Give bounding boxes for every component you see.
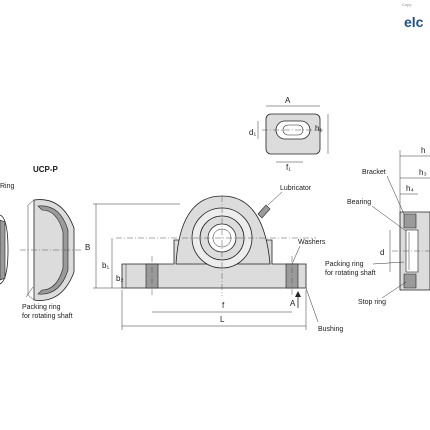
- dim-L: L: [220, 315, 225, 324]
- right-bracket-bottom: [403, 273, 417, 289]
- variant-title: UCP-P: [33, 165, 59, 174]
- packing-ring-leader-right: [372, 261, 405, 265]
- dim-h3: h₃: [419, 168, 427, 177]
- dim-A-top: A: [285, 96, 291, 105]
- main-front-view: Lubricator Washers Bushing B b₁ b₂ f L: [85, 185, 343, 333]
- dim-d: d: [380, 248, 384, 257]
- washers-leader: [291, 245, 301, 265]
- stop-ring-leader: [381, 281, 407, 299]
- bushing-label: Bushing: [318, 326, 343, 333]
- bracket-label: Bracket: [362, 169, 386, 176]
- packing-ring-label-right-1: Packing ring: [325, 261, 364, 268]
- copyright-text: Copy: [402, 2, 411, 7]
- lubricator-label: Lubricator: [280, 185, 312, 192]
- left-ring-section: [0, 219, 6, 281]
- right-bracket-top: [403, 213, 417, 229]
- logo-text: elc: [404, 14, 424, 30]
- dim-d1: d₁: [249, 128, 256, 137]
- left-partial-view: Ring UCP-P Packing ring for rotating sha…: [0, 165, 82, 320]
- ring-label-left: Ring: [0, 183, 15, 190]
- packing-ring-leader-left: [25, 286, 34, 298]
- packing-ring-label-left-2: for rotating shaft: [22, 313, 73, 320]
- stop-ring-label: Stop ring: [358, 299, 386, 306]
- view-A-arrowhead: [295, 291, 301, 297]
- dim-h4: h₄: [406, 184, 414, 193]
- cap-inner-ring: [37, 205, 69, 295]
- bearing-label: Bearing: [347, 199, 371, 206]
- lubricator-leader: [267, 191, 283, 206]
- packing-ring-label-left-1: Packing ring: [22, 304, 61, 311]
- washers-label: Washers: [298, 239, 326, 246]
- left-cut-edge: [0, 214, 9, 285]
- packing-ring-label-right-2: for rotating shaft: [325, 270, 376, 277]
- dim-f: f: [222, 301, 225, 310]
- dim-b2: b₂: [116, 274, 124, 283]
- bearing-leader: [371, 205, 407, 232]
- brand-logo: Copy elc: [402, 2, 424, 30]
- bracket-leader: [386, 175, 405, 215]
- bushing-leader: [305, 287, 319, 323]
- right-section-view: Bracket Bearing Packing ring for rotatin…: [325, 146, 430, 306]
- dim-b1: b₁: [102, 261, 109, 270]
- dim-A-front: A: [290, 299, 296, 308]
- dim-B: B: [85, 243, 90, 252]
- top-detail-view: A d₁ h₁ f₁: [249, 96, 329, 172]
- dim-f1: f₁: [286, 163, 291, 172]
- dim-h1: h₁: [315, 124, 322, 133]
- lubricator-nipple: [257, 204, 271, 219]
- dim-h: h: [421, 146, 425, 155]
